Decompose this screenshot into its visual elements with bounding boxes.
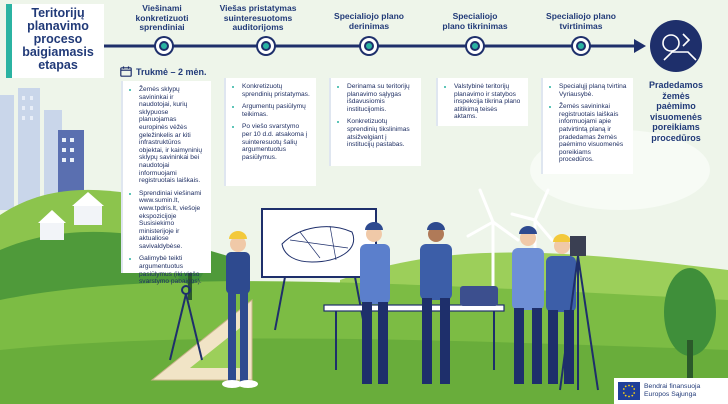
duration-label: Trukmė – 2 mėn. xyxy=(136,66,207,77)
node-dot xyxy=(472,43,478,49)
plan-board xyxy=(261,208,377,331)
card-item: Žemės sklypų savininkai ir naudotojai, k… xyxy=(139,86,205,185)
eu-funding-badge: Bendrai finansuoja Europos Sąjunga xyxy=(614,378,728,404)
calendar-icon xyxy=(120,66,132,77)
card-item: Argumentų pasiūlymų teikimas. xyxy=(242,103,310,118)
end-stage-line: žemės xyxy=(662,90,690,101)
work-table xyxy=(323,286,505,370)
page-title: Teritorijų planavimo proceso baigiamasis… xyxy=(6,4,104,78)
stage-node-4 xyxy=(467,38,483,54)
end-stage-line: visuomenės xyxy=(649,111,703,122)
eu-flag-icon xyxy=(618,382,640,400)
card-item: Valstybinė teritorijų planavimo ir staty… xyxy=(454,83,522,121)
stage-label-5: Specialiojo plano tvirtinimas xyxy=(535,11,627,31)
end-stage-line: Pradedamos xyxy=(648,80,704,90)
node-dot xyxy=(161,43,167,49)
stage-label-line: sprendiniai xyxy=(139,22,185,32)
stage-card-5: Specialųjį planą tvirtina Vyriausybė. Že… xyxy=(541,78,633,174)
stage-label-line: Specialiojo plano xyxy=(334,11,404,21)
card-item: Konkretizuotų sprendinių tikslinimas ats… xyxy=(347,118,415,148)
stage-node-1 xyxy=(156,38,172,54)
stage-card-3: Derinama su teritorijų planavimo sąlygas… xyxy=(329,78,421,166)
card-item: Konkretizuotų sprendinių pristatymas. xyxy=(242,83,310,98)
stage-label-2: Viešas pristatymas suinteresuotoms audit… xyxy=(212,3,304,33)
title-line: proceso xyxy=(33,32,83,46)
stage-node-5 xyxy=(573,38,589,54)
end-stage-line: paėmimo xyxy=(656,101,696,111)
stage-label-line: tvirtinimas xyxy=(559,20,603,31)
stage-label-4: Specialiojo plano tikrinimas xyxy=(429,11,521,31)
stage-node-2 xyxy=(258,38,274,54)
card-item: Po viešo svarstymo per 10 d.d. atsakoma … xyxy=(242,123,310,161)
worker-middle xyxy=(360,222,390,384)
stage-label-line: plano tikrinimas xyxy=(442,20,508,31)
node-dot xyxy=(366,43,372,49)
stage-card-1: Žemės sklypų savininkai ir naudotojai, k… xyxy=(121,81,211,285)
card-item: Derinama su teritorijų planavimo sąlygas… xyxy=(347,83,415,113)
stage-card-4: Valstybinė teritorijų planavimo ir staty… xyxy=(436,78,528,126)
stage-node-3 xyxy=(361,38,377,54)
eu-funding-line: Bendrai finansuoja xyxy=(644,383,701,390)
worker-left xyxy=(222,231,258,388)
stage-label-line: Specialiojo plano xyxy=(546,11,616,21)
duration-indicator: Trukmė – 2 mėn. xyxy=(120,66,207,77)
stage-label-line: derinimas xyxy=(348,20,390,31)
title-line: baigiamasis xyxy=(22,45,94,59)
worker-woman xyxy=(512,226,544,384)
stage-label-line: Specialiojo xyxy=(452,11,498,21)
houses xyxy=(38,192,104,240)
stage-card-2: Konkretizuotų sprendinių pristatymas. Ar… xyxy=(224,78,316,186)
stage-label-line: suinteresuotoms xyxy=(223,12,293,23)
stage-label-line: Viešas pristatymas xyxy=(219,3,297,13)
worker-surveyor xyxy=(546,234,599,391)
card-item: Sprendiniai viešinami www.sumin.lt, www.… xyxy=(139,190,205,251)
title-line: planavimo xyxy=(27,19,89,33)
stage-label-line: auditorijoms xyxy=(232,22,284,32)
card-item: Galimybė teikti argumentuotus pasiūlymus… xyxy=(139,255,205,285)
title-line: Teritorijų xyxy=(31,6,85,20)
stage-label-1: Viešinami konkretizuoti sprendiniai xyxy=(116,3,208,33)
eu-funding-line: Europos Sąjunga xyxy=(644,391,697,398)
card-item: Specialųjį planą tvirtina Vyriausybė. xyxy=(559,83,627,98)
stage-label-line: konkretizuoti xyxy=(135,12,189,23)
end-stage-line: procedūros xyxy=(651,132,701,143)
node-dot xyxy=(578,43,584,49)
title-line: etapas xyxy=(38,58,78,72)
end-stage-label: Pradedamos žemės paėmimo visuomenės pore… xyxy=(640,80,712,143)
end-stage-line: poreikiams xyxy=(652,122,700,132)
card-item: Žemės savininkai registruotais laiškais … xyxy=(559,103,627,164)
node-dot xyxy=(263,43,269,49)
stage-label-3: Specialiojo plano derinimas xyxy=(323,11,415,31)
worker-clipboard xyxy=(420,222,452,384)
eu-funding-text: Bendrai finansuoja Europos Sąjunga xyxy=(644,383,700,399)
stage-label-line: Viešinami xyxy=(142,3,182,13)
